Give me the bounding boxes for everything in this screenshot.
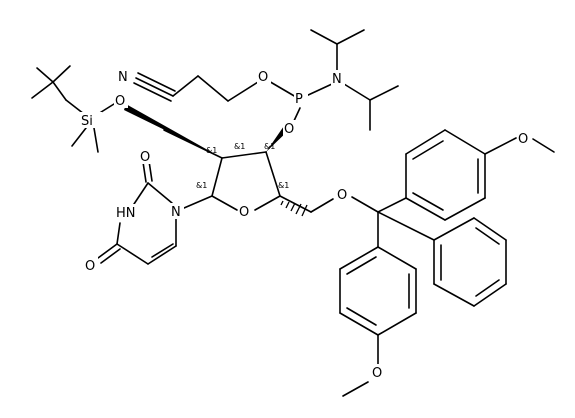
bond-ce-3 xyxy=(227,81,259,102)
bond-tbu-si xyxy=(65,99,85,115)
stereo-label-c4: &1 xyxy=(278,181,289,190)
bond-nitrile-3 xyxy=(133,82,172,102)
bond-nitrile-2 xyxy=(137,72,176,92)
bond-ct-ring-phenyl xyxy=(377,211,435,241)
bond-tbu-me3 xyxy=(31,81,54,99)
bond-c5u-c6-inner xyxy=(151,243,174,258)
bond-o-ctrityl xyxy=(351,196,379,213)
atom-n1-uracil: N xyxy=(171,205,181,220)
bond-si-me1 xyxy=(71,127,87,147)
bond-ring3-a xyxy=(377,246,417,270)
bond-c4-c5 xyxy=(279,195,312,213)
bond-c2-n3 xyxy=(133,182,149,205)
atom-si: Si xyxy=(81,114,93,129)
atom-n-nitrile: N xyxy=(118,70,128,85)
bond-ring1-db3 xyxy=(412,192,444,211)
atom-o-ring: O xyxy=(239,205,249,220)
atom-o-methoxy-top: O xyxy=(518,132,528,147)
bond-ring3-d xyxy=(339,312,379,336)
bond-ph-e xyxy=(433,283,475,307)
bond-oring-c1 xyxy=(211,195,238,211)
bond-c2-c3 xyxy=(221,151,267,159)
bond-ring3-c xyxy=(377,312,417,336)
bond-n-ipr2 xyxy=(343,83,371,101)
stereo-label-c2: &1 xyxy=(206,146,217,155)
bond-ce-1 xyxy=(172,75,199,97)
bond-ce-2 xyxy=(197,75,229,102)
hash-c4-c5 xyxy=(280,200,308,217)
bond-ph-b xyxy=(473,217,507,241)
bond-ph-a xyxy=(433,217,475,241)
bond-c4-oring xyxy=(254,195,281,211)
wedge-c2-osilyl xyxy=(124,104,222,158)
bond-si-me2 xyxy=(93,127,99,153)
bond-nitrile-1 xyxy=(135,77,174,97)
bond-tbu-me2 xyxy=(52,65,71,83)
atom-o2-uracil: O xyxy=(140,150,150,165)
bond-ring1-b xyxy=(405,129,446,155)
stereo-label-c3a: &1 xyxy=(234,142,245,151)
bond-ring1-e xyxy=(444,197,486,221)
bond-ome-bot-me xyxy=(342,381,369,397)
bond-c2-c2p xyxy=(163,129,223,159)
atom-n-amine: N xyxy=(332,72,342,87)
bonds xyxy=(31,29,555,397)
bond-ipr2-me1 xyxy=(369,85,399,101)
bond-c4-o4-b xyxy=(100,248,121,264)
bond-ct-ring-top xyxy=(377,197,407,213)
bond-ph-d xyxy=(473,283,507,307)
bond-oce-p xyxy=(266,79,297,98)
bond-ring3-f xyxy=(339,246,379,270)
stereo-labels: &1 &1 &1 &1 &1 xyxy=(196,142,289,190)
bond-c5u-c6 xyxy=(147,245,177,265)
atom-labels: N O Si O P N O O O O O N HN O O xyxy=(80,68,531,381)
bond-n3-c4 xyxy=(116,222,121,245)
bond-tbu-c-ch xyxy=(52,81,67,101)
atom-p: P xyxy=(295,92,303,107)
bond-ipr1-me1 xyxy=(310,29,338,45)
atom-o-phosphite: O xyxy=(284,122,294,137)
bond-ph-db1 xyxy=(475,227,500,245)
bond-ipr1-me2 xyxy=(336,29,365,45)
bond-ring3-db3 xyxy=(346,256,377,275)
bond-c5-o xyxy=(310,198,334,213)
bond-n1-c2 xyxy=(147,182,173,204)
bond-ring3-db2 xyxy=(346,307,377,326)
bond-ring1-c xyxy=(444,129,486,155)
atom-o-dmt: O xyxy=(337,188,347,203)
atom-o-methoxy-bottom: O xyxy=(372,366,382,381)
bond-c4-o4-a xyxy=(97,243,118,259)
bond-ome-top-me xyxy=(532,138,555,153)
bond-c4-c5u xyxy=(116,243,149,265)
atom-o-silyl: O xyxy=(115,94,125,109)
bond-tbu-me1 xyxy=(36,67,54,83)
atom-o4-uracil: O xyxy=(85,259,95,274)
stereo-label-c3b: &1 xyxy=(264,142,275,151)
bond-c2-o2-b xyxy=(148,160,153,182)
stereo-label-c1: &1 xyxy=(196,181,207,190)
bond-c1-c2 xyxy=(211,157,223,197)
bond-c1-n1 xyxy=(183,195,213,209)
bond-ring1-f xyxy=(405,197,446,221)
bond-p-n xyxy=(305,83,333,97)
bond-c2-o2-a xyxy=(142,161,147,183)
bond-ring1-ome xyxy=(484,137,517,155)
bond-ph-db2 xyxy=(475,279,500,297)
bond-c3-c4 xyxy=(265,151,281,197)
atom-o-cyanoethoxy: O xyxy=(258,70,268,85)
bond-ring1-db1 xyxy=(412,140,444,160)
atom-nh-uracil: HN xyxy=(116,206,136,221)
